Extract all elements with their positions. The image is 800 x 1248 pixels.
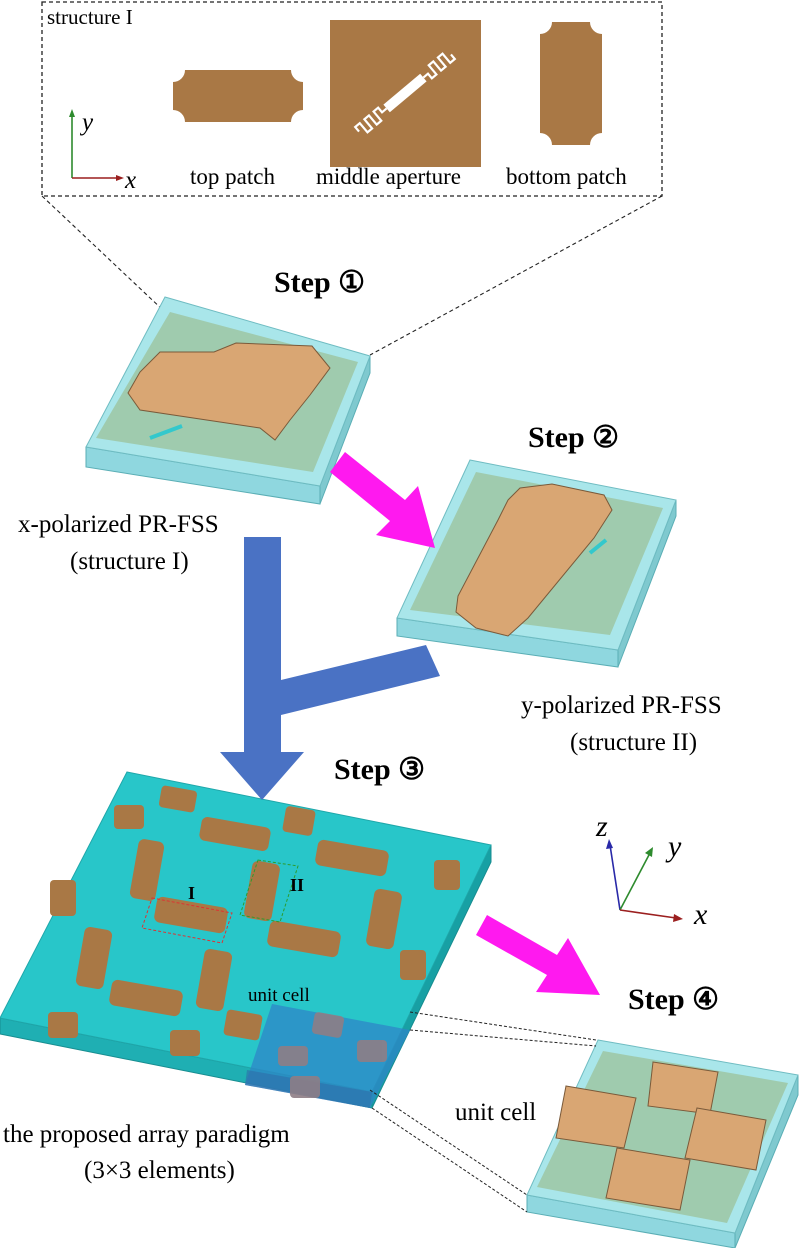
step-3-label: Step ③: [334, 753, 426, 786]
middle-aperture-shape: [330, 20, 481, 167]
x-pol-caption-line2: (structure I): [70, 548, 189, 575]
label-middle-aperture: middle aperture: [316, 164, 461, 189]
unit-cell-projection: [369, 1011, 597, 1213]
arrow-step1-to-step2: [330, 452, 435, 548]
marker-II: II: [290, 875, 305, 895]
array-3x3: [0, 771, 492, 1109]
label-top-patch: top patch: [190, 164, 275, 189]
array-caption-line2: (3×3 elements): [84, 1157, 235, 1184]
x-pol-caption-line1: x-polarized PR-FSS: [18, 511, 219, 538]
inset-xy-axes: [69, 109, 124, 181]
inset-y-axis-label: y: [82, 109, 94, 136]
step1-device: [85, 296, 371, 505]
bottom-patch-shape: [540, 22, 602, 145]
array-unit-cell-label: unit cell: [248, 985, 310, 1006]
step4-device: [526, 1039, 799, 1248]
step-2-label: Step ②: [528, 421, 620, 454]
marker-I: I: [188, 883, 196, 903]
inset-title: structure I: [47, 5, 133, 29]
inset-x-axis-label: x: [125, 167, 137, 194]
y-pol-caption-line1: y-polarized PR-FSS: [521, 692, 722, 719]
axis-x-label: x: [694, 898, 708, 931]
inset-connector-left: [41, 195, 166, 313]
arrow-step3-to-step4: [476, 915, 600, 995]
label-bottom-patch: bottom patch: [506, 164, 627, 189]
inset-connector-right: [369, 195, 663, 356]
top-patch-shape: [173, 70, 303, 122]
axis-z-label: z: [596, 810, 608, 843]
array-caption-line1: the proposed array paradigm: [3, 1121, 290, 1148]
axis-y-label: y: [668, 830, 682, 863]
y-pol-caption-line2: (structure II): [570, 729, 698, 756]
step-4-label: Step ④: [628, 983, 720, 1016]
inset-frame: [41, 1, 663, 197]
unit-cell-detail-label: unit cell: [455, 1099, 537, 1126]
xyz-axes: [606, 839, 683, 922]
step2-device: [396, 459, 677, 668]
step-1-label: Step ①: [274, 266, 366, 299]
arrow-merge-to-step3: [220, 537, 440, 800]
